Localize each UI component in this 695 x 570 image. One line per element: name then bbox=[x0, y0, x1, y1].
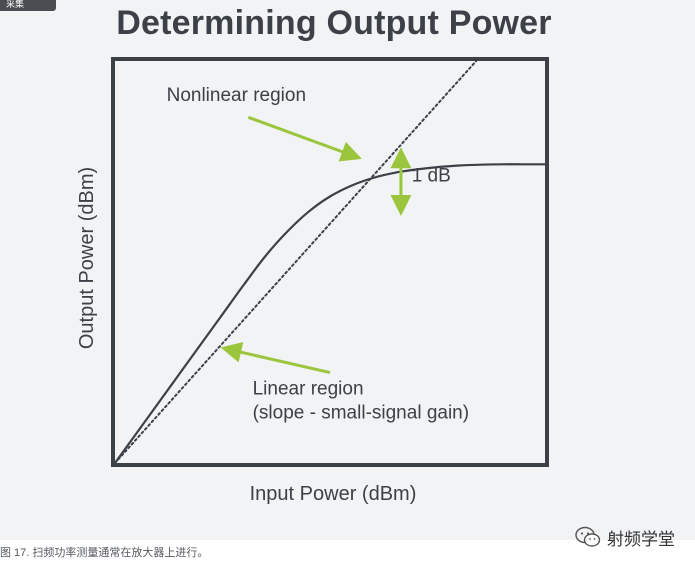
brand-watermark: 射频学堂 bbox=[575, 523, 675, 551]
x-axis-label: Input Power (dBm) bbox=[250, 483, 417, 505]
output-power-curve bbox=[113, 163, 547, 465]
chart-figure: 采集 Determining Output Power Nonlinear re… bbox=[0, 0, 695, 540]
linear-label-line2: (slope - small-signal gain) bbox=[253, 403, 469, 424]
collect-tab[interactable]: 采集 bbox=[0, 0, 56, 11]
nonlinear-label: Nonlinear region bbox=[167, 85, 306, 106]
plot-frame bbox=[111, 57, 549, 467]
brand-name: 射频学堂 bbox=[607, 529, 675, 549]
linear-extrapolation-line bbox=[114, 60, 478, 464]
figure-caption: 图 17. 扫频功率测量通常在放大器上进行。 bbox=[0, 547, 209, 559]
wechat-icon bbox=[575, 526, 601, 547]
nonlinear-arrow bbox=[247, 115, 362, 162]
y-axis-label: Output Power (dBm) bbox=[76, 167, 98, 349]
gain-compression-label: 1 dB bbox=[412, 166, 451, 187]
chart-svg: Nonlinear region 1 dB Linear region (slope … bbox=[76, 57, 549, 505]
linear-arrow bbox=[220, 341, 331, 375]
linear-label: Linear region bbox=[253, 379, 364, 400]
chart-title: Determining Output Power bbox=[116, 4, 552, 42]
